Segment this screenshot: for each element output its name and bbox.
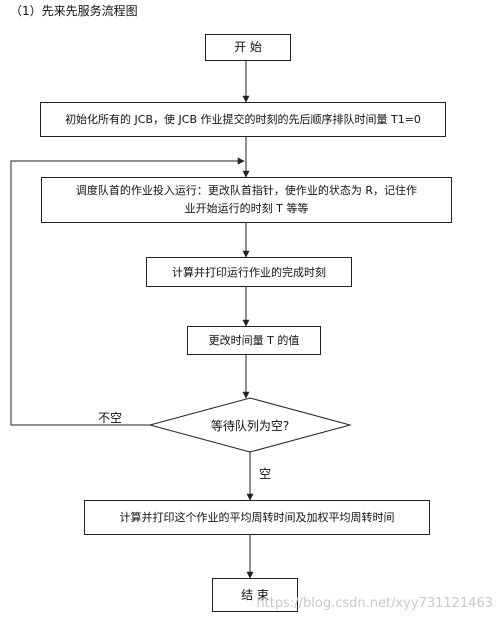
dispatch-label-line-1: 调度队首的作业投入运行：更改队首指针，使作业的状态为 R，记住作 <box>75 184 418 197</box>
update-time-node: 更改时间量 T 的值 <box>187 326 321 355</box>
dispatch-node: 调度队首的作业投入运行：更改队首指针，使作业的状态为 R，记住作 业开始运行的时… <box>41 177 452 223</box>
end-node: 结 束 <box>212 578 298 612</box>
loop-back-not-empty <box>10 157 245 426</box>
print-finish-node: 计算并打印运行作业的完成时刻 <box>146 257 352 287</box>
decision-label: 等待队列为空? <box>210 418 290 433</box>
start-label: 开 始 <box>234 40 262 54</box>
init-label: 初始化所有的 JCB，使 JCB 作业提交的时刻的先后顺序排队时间量 T1=0 <box>65 113 421 126</box>
dispatch-label-line-2: 业开始运行的时刻 T 等等 <box>184 202 309 215</box>
start-node: 开 始 <box>205 34 291 61</box>
edge-label-not-empty: 不空 <box>98 411 123 425</box>
compute-average-label: 计算并打印这个作业的平均周转时间及加权平均周转时间 <box>119 511 395 524</box>
watermark-url: https://blog.csdn.net/xyy731121463 <box>256 596 493 611</box>
end-label: 结 束 <box>241 587 269 602</box>
update-time-label: 更改时间量 T 的值 <box>208 334 300 347</box>
print-finish-label: 计算并打印运行作业的完成时刻 <box>172 265 326 279</box>
diagram-heading: （1）先来先服务流程图 <box>10 4 138 18</box>
compute-average-node: 计算并打印这个作业的平均周转时间及加权平均周转时间 <box>84 500 430 535</box>
init-node: 初始化所有的 JCB，使 JCB 作业提交的时刻的先后顺序排队时间量 T1=0 <box>40 102 446 137</box>
edge-label-empty: 空 <box>259 467 272 481</box>
